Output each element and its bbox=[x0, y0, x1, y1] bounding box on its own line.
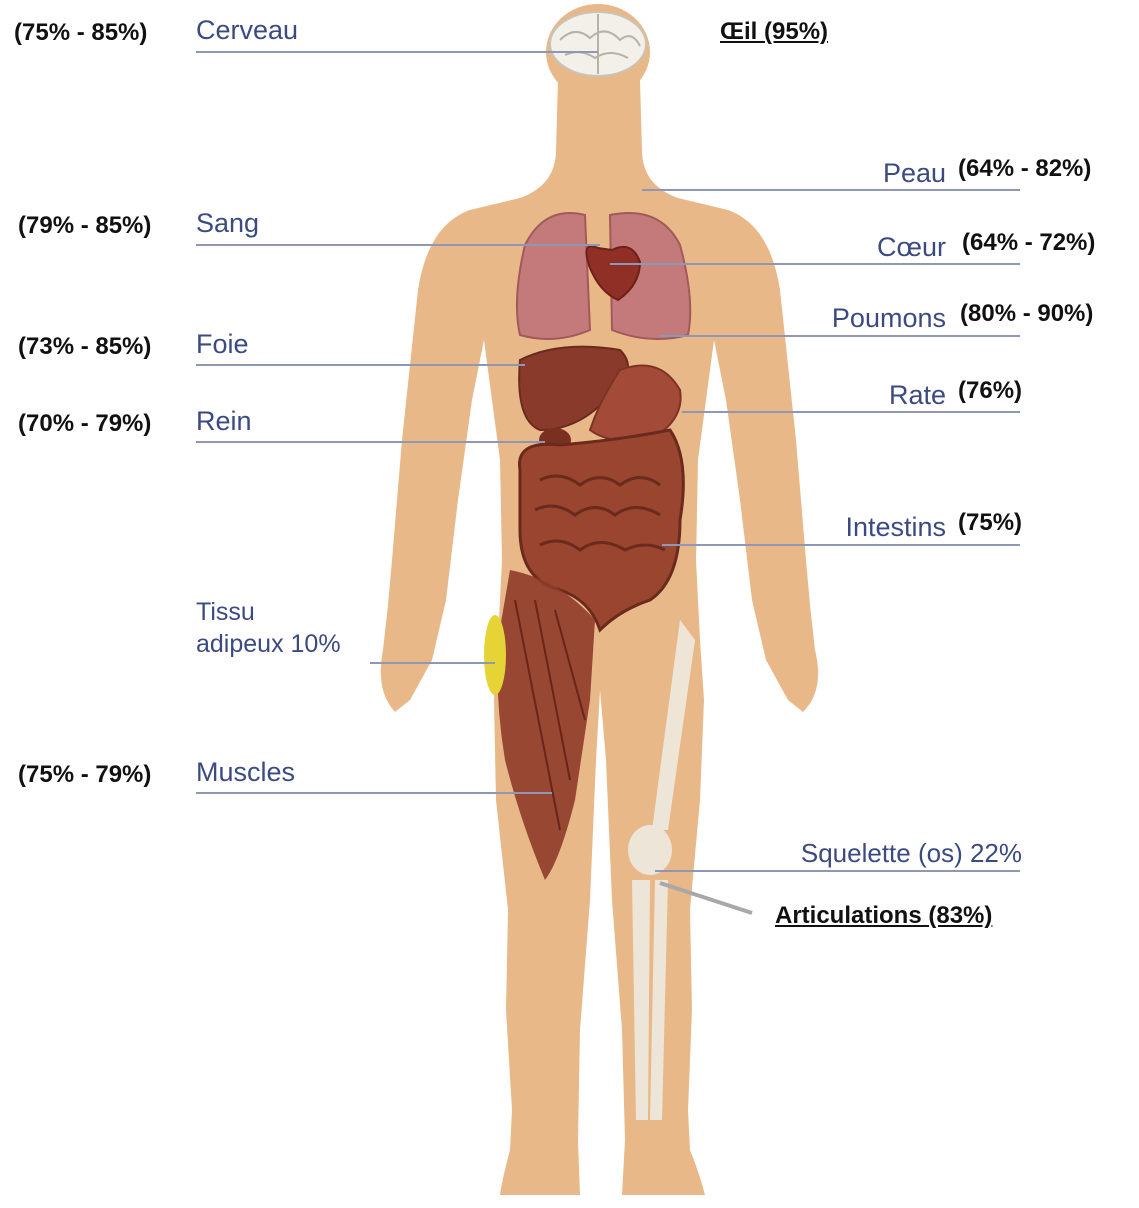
rein-value: (70% - 79%) bbox=[18, 412, 151, 436]
sang-value: (79% - 85%) bbox=[18, 214, 151, 238]
rate-value: (76%) bbox=[958, 379, 1022, 403]
rein-label: Rein bbox=[196, 408, 252, 435]
rate-label: Rate bbox=[780, 382, 946, 409]
tissu-label-line1: Tissu bbox=[196, 600, 255, 625]
intestins-label: Intestins bbox=[780, 514, 946, 541]
oeil-value: Œil (95%) bbox=[720, 20, 828, 44]
foie-value: (73% - 85%) bbox=[18, 335, 151, 359]
brain-shape bbox=[550, 12, 646, 76]
articulations-value: Articulations (83%) bbox=[775, 904, 992, 928]
sang-label: Sang bbox=[196, 210, 259, 237]
fat-tissue-shape bbox=[484, 615, 506, 695]
peau-label: Peau bbox=[780, 160, 946, 187]
coeur-value: (64% - 72%) bbox=[962, 231, 1095, 255]
poumons-value: (80% - 90%) bbox=[960, 302, 1093, 326]
muscles-label: Muscles bbox=[196, 759, 295, 786]
foie-label: Foie bbox=[196, 331, 249, 358]
intestins-value: (75%) bbox=[958, 511, 1022, 535]
tissu-label-line2: adipeux 10% bbox=[196, 632, 341, 657]
poumons-label: Poumons bbox=[780, 305, 946, 332]
cerveau-value: (75% - 85%) bbox=[14, 21, 147, 45]
cerveau-label: Cerveau bbox=[196, 17, 298, 44]
coeur-label: Cœur bbox=[780, 234, 946, 261]
muscles-value: (75% - 79%) bbox=[18, 763, 151, 787]
squelette-label: Squelette (os) 22% bbox=[740, 840, 1022, 866]
peau-value: (64% - 82%) bbox=[958, 157, 1091, 181]
